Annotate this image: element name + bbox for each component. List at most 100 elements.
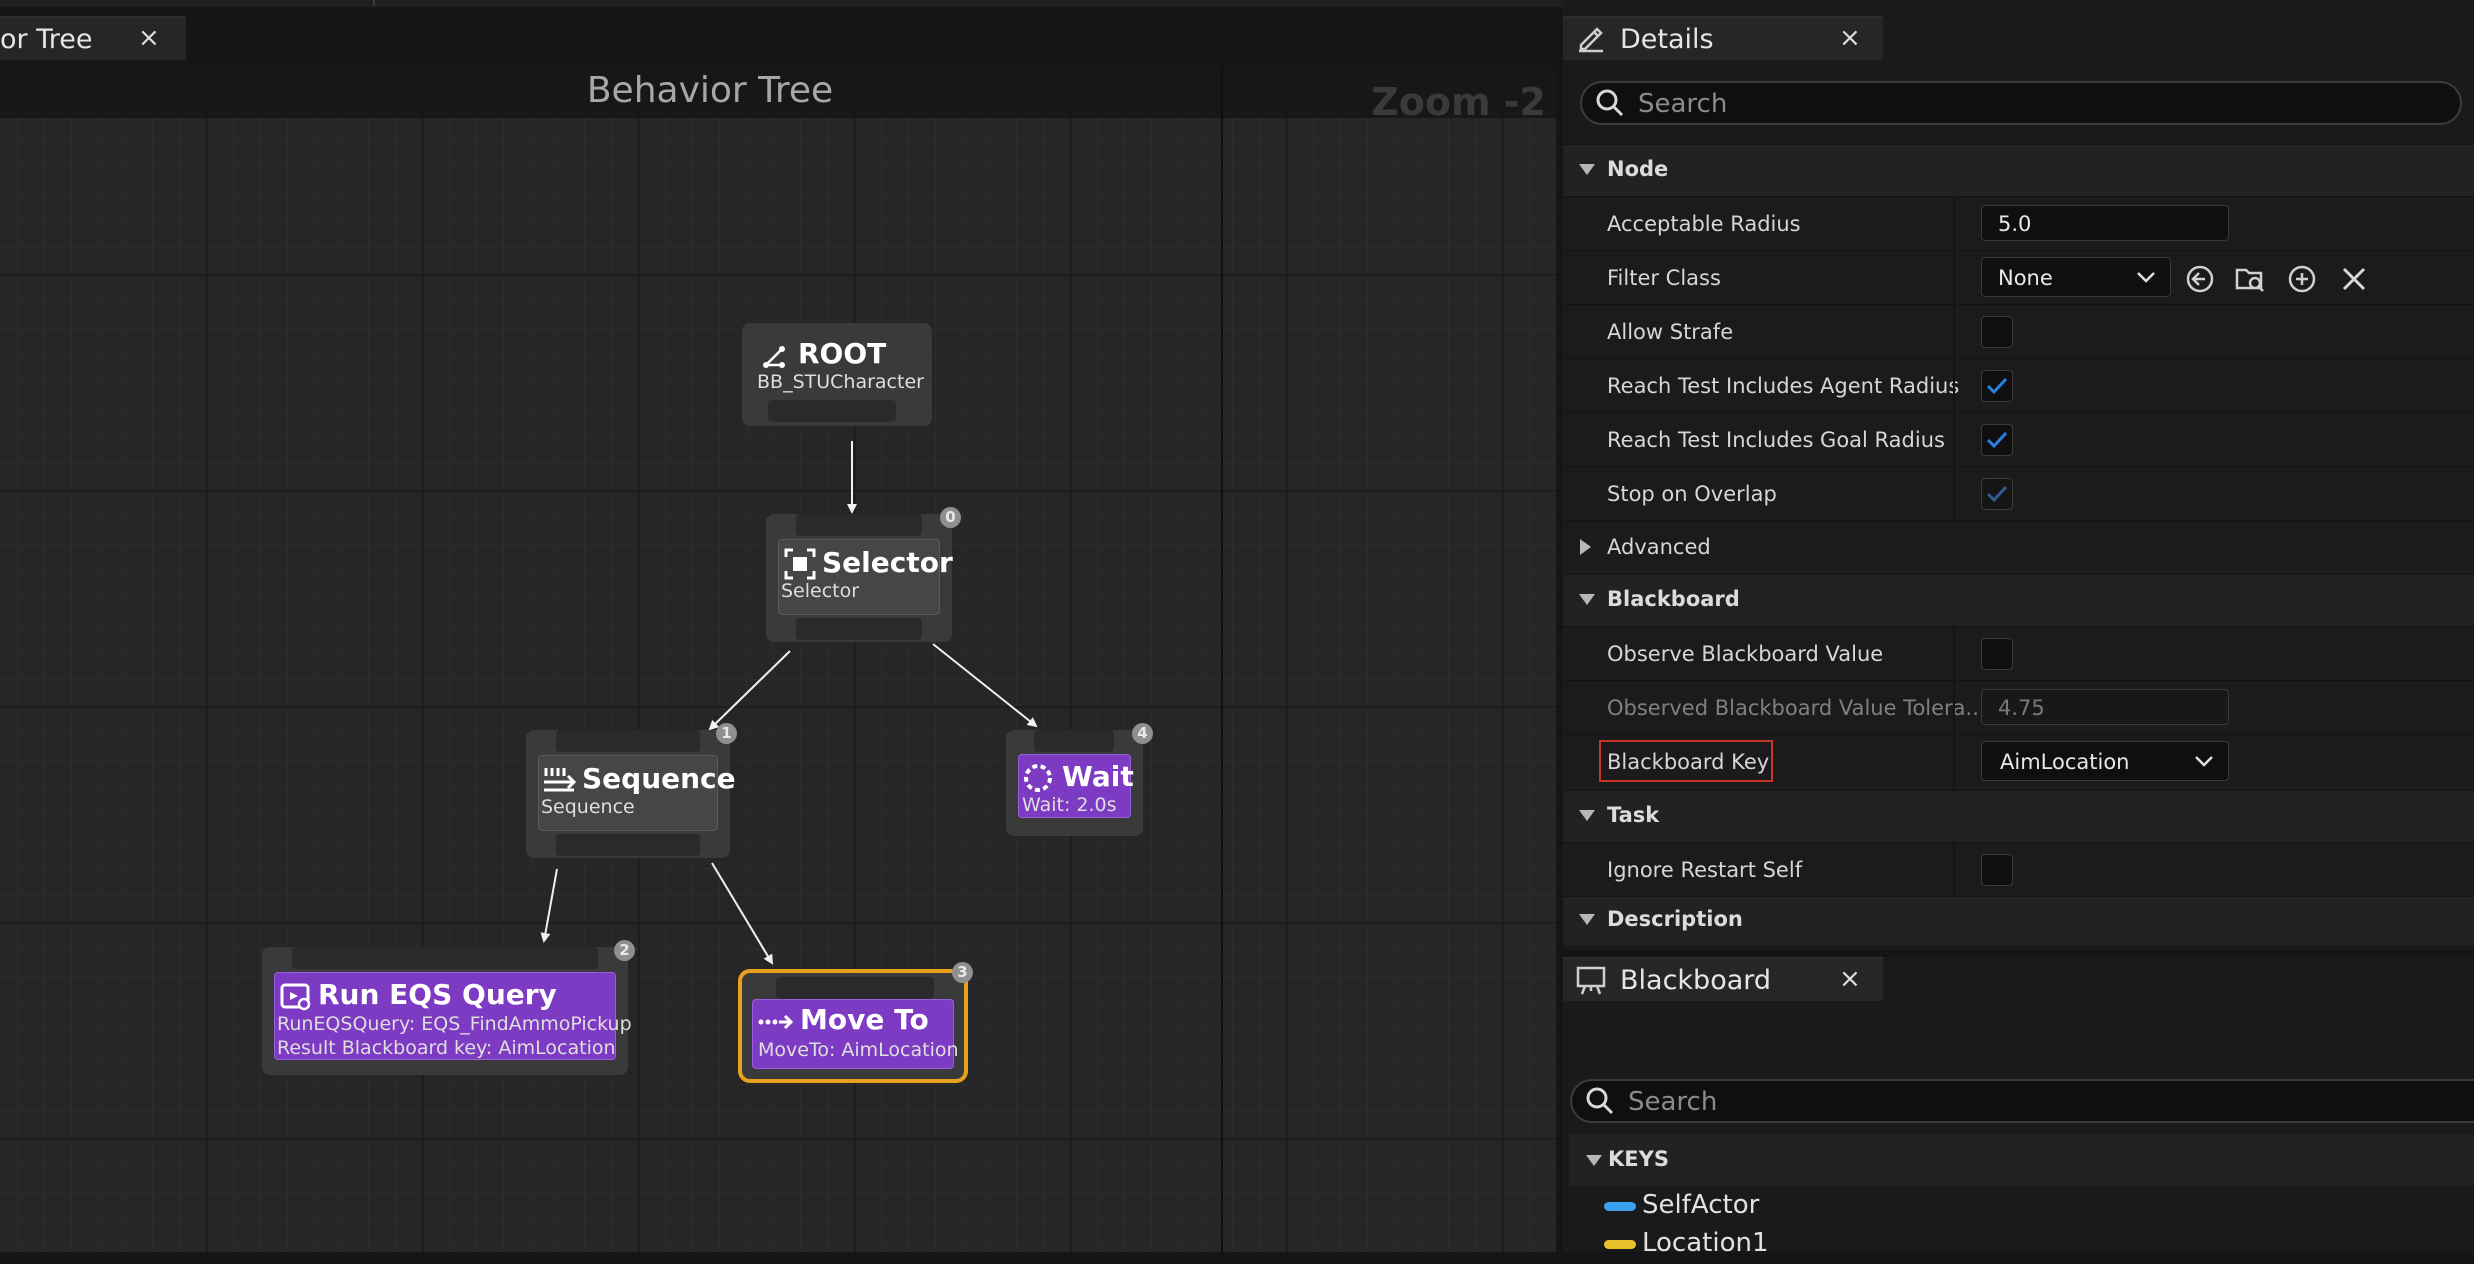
node-subtitle: Selector (781, 580, 860, 602)
close-icon[interactable]: × (138, 23, 160, 53)
reach-goal-radius-checkbox[interactable] (1981, 424, 2013, 456)
execution-index-badge: 4 (1132, 723, 1153, 744)
selector-icon (784, 548, 816, 580)
node-wait[interactable]: Wait Wait: 2.0s 4 (1006, 723, 1153, 836)
search-placeholder: Search (1638, 89, 1728, 119)
prop-reach-agent-radius: Reach Test Includes Agent Radius (1563, 358, 2474, 413)
node-input-pin[interactable] (776, 977, 934, 999)
top-strip-divider (373, 0, 375, 6)
node-input-pin[interactable] (556, 730, 700, 752)
section-blackboard[interactable]: Blackboard (1563, 574, 2474, 627)
prop-label: Stop on Overlap (1607, 482, 1777, 506)
close-icon[interactable]: × (1839, 23, 1861, 53)
node-output-pin[interactable] (796, 618, 922, 640)
execution-index-badge: 3 (952, 962, 973, 983)
node-sequence[interactable]: Sequence Sequence 1 (526, 723, 737, 858)
key-type-swatch (1604, 1202, 1636, 1211)
node-output-pin[interactable] (556, 834, 700, 856)
move-to-icon (758, 1014, 794, 1030)
column-divider[interactable] (1953, 627, 1955, 681)
column-divider[interactable] (1953, 681, 1955, 735)
blackboard-key-row[interactable]: SelfActor (1570, 1186, 2474, 1226)
tab-details[interactable]: Details × (1563, 16, 1883, 60)
use-selected-icon[interactable] (2185, 264, 2215, 294)
column-divider[interactable] (1953, 413, 1955, 467)
keys-category[interactable]: KEYS (1570, 1134, 2474, 1186)
node-description-line: Result Blackboard key: AimLocation (277, 1037, 616, 1059)
section-task[interactable]: Task (1563, 790, 2474, 843)
tab-blackboard[interactable]: Blackboard × (1563, 957, 1883, 1001)
execution-index-badge: 2 (614, 940, 635, 961)
graph-header: Behavior Tree Zoom -2 (0, 66, 1556, 124)
blackboard-key-dropdown[interactable]: AimLocation (1981, 741, 2229, 781)
prop-ignore-restart-self: Ignore Restart Self (1563, 842, 2474, 897)
sequence-icon (544, 768, 576, 792)
column-divider[interactable] (1953, 467, 1955, 521)
node-body (752, 999, 954, 1069)
node-body (274, 972, 616, 1060)
node-input-pin[interactable] (1034, 730, 1114, 752)
node-title: Selector (822, 546, 953, 579)
node-subtitle: BB_STUCharacter (757, 371, 924, 393)
prop-filter-class: Filter Class None (1563, 250, 2474, 305)
column-divider[interactable] (1953, 843, 1955, 897)
blackboard-search-input[interactable]: Search (1570, 1079, 2474, 1123)
node-run-eqs-query[interactable]: Run EQS Query RunEQSQuery: EQS_FindAmmoP… (262, 940, 635, 1075)
column-divider[interactable] (1953, 359, 1955, 413)
clear-icon[interactable] (2339, 264, 2369, 294)
execution-index-badge: 0 (940, 507, 961, 528)
edge-selector-sequence (708, 650, 791, 731)
node-input-pin[interactable] (796, 514, 922, 536)
prop-stop-on-overlap: Stop on Overlap (1563, 466, 2474, 521)
prop-label: Ignore Restart Self (1607, 858, 1803, 882)
prop-label: Observed Blackboard Value Tolera... (1607, 696, 1986, 720)
stop-on-overlap-checkbox[interactable] (1981, 478, 2013, 510)
acceptable-radius-input[interactable]: 5.0 (1981, 205, 2229, 241)
node-connections (540, 441, 1038, 965)
details-icon (1579, 27, 1603, 53)
tab-label: Details (1620, 23, 1714, 55)
node-subtitle: Wait: 2.0s (1022, 794, 1117, 816)
behavior-tree-graph[interactable]: Behavior Tree Zoom -2 ROOT BB_STUCharact… (0, 66, 1556, 1252)
tab-behavior-tree[interactable]: or Tree × (0, 16, 186, 60)
column-divider[interactable] (1953, 251, 1955, 305)
column-divider[interactable] (1953, 197, 1955, 251)
node-selector[interactable]: Selector Selector 0 (766, 507, 961, 642)
checkmark-icon (1986, 431, 2008, 449)
section-node[interactable]: Node (1563, 144, 2474, 197)
section-advanced[interactable]: Advanced (1563, 520, 2474, 573)
collapse-arrow-icon (1586, 1155, 1602, 1166)
filter-class-dropdown[interactable]: None (1981, 257, 2171, 297)
prop-label: Allow Strafe (1607, 320, 1734, 344)
column-divider[interactable] (1953, 735, 1955, 789)
section-label: Description (1607, 907, 1743, 931)
ignore-restart-checkbox[interactable] (1981, 854, 2013, 886)
allow-strafe-checkbox[interactable] (1981, 316, 2013, 348)
node-input-pin[interactable] (292, 947, 598, 969)
root-icon (763, 346, 785, 368)
details-search-input[interactable]: Search (1580, 81, 2462, 125)
prop-label: Filter Class (1607, 266, 1721, 290)
node-output-pin[interactable] (768, 400, 896, 422)
node-move-to[interactable]: Move To MoveTo: AimLocation 3 (738, 962, 973, 1083)
node-root[interactable]: ROOT BB_STUCharacter (742, 323, 932, 426)
blackboard-key-row[interactable]: Location1 (1570, 1224, 2474, 1264)
section-description[interactable]: Description (1563, 896, 2474, 945)
key-type-swatch (1604, 1240, 1636, 1249)
prop-label: Observe Blackboard Value (1607, 642, 1884, 666)
node-body (778, 539, 940, 615)
observe-blackboard-checkbox[interactable] (1981, 638, 2013, 670)
node-title: Run EQS Query (318, 978, 557, 1011)
reach-agent-radius-checkbox[interactable] (1981, 370, 2013, 402)
node-subtitle: Sequence (541, 796, 635, 818)
prop-label: Reach Test Includes Goal Radius (1607, 428, 1945, 452)
prop-label: Blackboard Key (1607, 750, 1770, 774)
add-icon[interactable] (2287, 264, 2317, 294)
column-divider[interactable] (1953, 305, 1955, 359)
close-icon[interactable]: × (1839, 964, 1861, 994)
prop-observed-tolerance: Observed Blackboard Value Tolera... 4.75 (1563, 680, 2474, 735)
expand-arrow-icon (1580, 539, 1591, 555)
collapse-arrow-icon (1579, 810, 1595, 821)
browse-folder-icon[interactable] (2235, 264, 2265, 294)
checkmark-icon (1986, 377, 2008, 395)
